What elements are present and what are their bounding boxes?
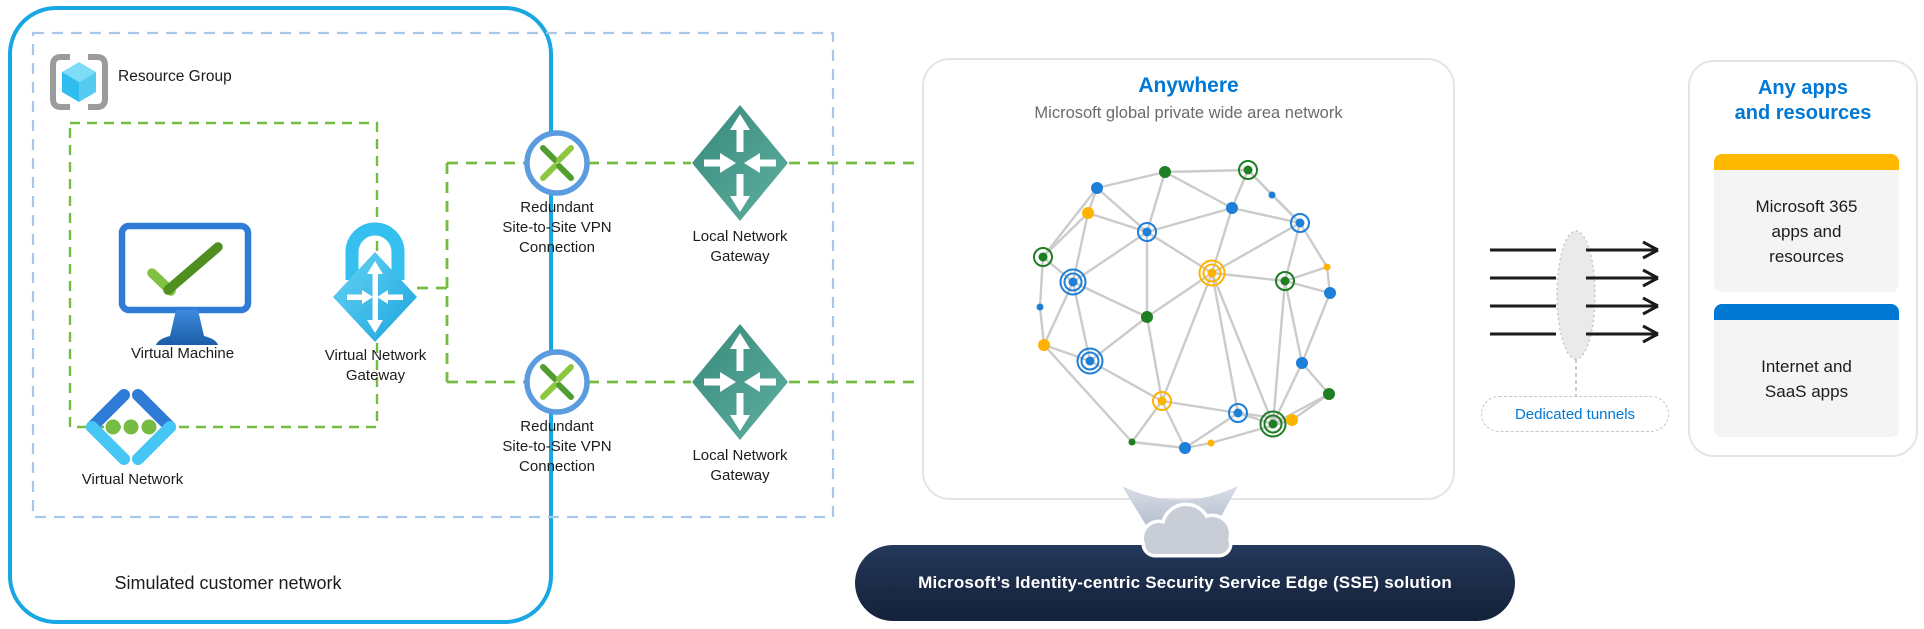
sse-banner: Microsoft’s Identity-centric Security Se… [855, 545, 1515, 621]
sse-banner-label: Microsoft’s Identity-centric Security Se… [918, 573, 1452, 592]
virtual-network-gateway-label: Virtual Network Gateway [293, 346, 458, 386]
local-network-gateway-icon-1 [692, 105, 788, 221]
lng2-line1: Local Network [692, 447, 788, 464]
virtual-network-label: Virtual Network [81, 471, 184, 488]
apps-panel-title: Any apps and resources [1690, 76, 1916, 126]
internet-saas-card: Internet and SaaS apps [1714, 304, 1899, 437]
internet-line1: Internet and [1761, 356, 1852, 376]
internet-card-text: Internet and SaaS apps [1714, 320, 1899, 437]
simulated-customer-network-box [8, 6, 553, 624]
local-network-gateway-label-2: Local Network Gateway [658, 446, 822, 486]
vpn2-line1: Redundant [520, 418, 594, 435]
vpn1-line2: Site-to-Site VPN [502, 219, 612, 236]
apps-title-line2: and resources [1734, 102, 1872, 124]
lng1-line2: Gateway [710, 248, 770, 265]
cloud-icon [1140, 502, 1233, 558]
simulated-customer-network-label: Simulated customer network [114, 573, 342, 593]
vpn-connection-label-1: Redundant Site-to-Site VPN Connection [475, 198, 639, 258]
m365-card-text: Microsoft 365 apps and resources [1714, 170, 1899, 292]
m365-line1: Microsoft 365 [1755, 196, 1858, 216]
vng-label-line1: Virtual Network [324, 347, 427, 364]
lng1-line1: Local Network [692, 228, 788, 245]
apps-panel: Any apps and resources Microsoft 365 app… [1688, 60, 1918, 457]
m365-accent-bar [1714, 154, 1899, 170]
dedicated-tunnels-pill: Dedicated tunnels [1481, 396, 1669, 432]
traffic-arrows [1490, 240, 1659, 344]
internet-accent-bar [1714, 304, 1899, 320]
m365-line3: resources [1769, 246, 1844, 266]
vpn2-line3: Connection [519, 458, 595, 475]
local-network-gateway-label-1: Local Network Gateway [658, 227, 822, 267]
m365-card: Microsoft 365 apps and resources [1714, 154, 1899, 292]
anywhere-title: Anywhere [1138, 74, 1239, 97]
local-network-gateway-icon-2 [692, 324, 788, 440]
apps-title-line1: Any apps [1757, 77, 1849, 99]
virtual-machine-label: Virtual Machine [130, 345, 235, 362]
dedicated-tunnels-label: Dedicated tunnels [1514, 405, 1636, 423]
vng-label-line2: Gateway [345, 367, 406, 384]
anywhere-subtitle: Microsoft global private wide area netwo… [1034, 104, 1343, 122]
vpn1-line1: Redundant [520, 199, 594, 216]
resource-group-label: Resource Group [118, 68, 232, 85]
vpn1-line3: Connection [519, 239, 595, 256]
vpn-connection-label-2: Redundant Site-to-Site VPN Connection [475, 417, 639, 477]
m365-line2: apps and [1771, 221, 1842, 241]
internet-line2: SaaS apps [1764, 381, 1849, 401]
anywhere-panel: Anywhere Microsoft global private wide a… [922, 58, 1455, 500]
tunnel-ellipse [1556, 230, 1596, 360]
vpn2-line2: Site-to-Site VPN [502, 438, 612, 455]
lng2-line2: Gateway [710, 467, 770, 484]
